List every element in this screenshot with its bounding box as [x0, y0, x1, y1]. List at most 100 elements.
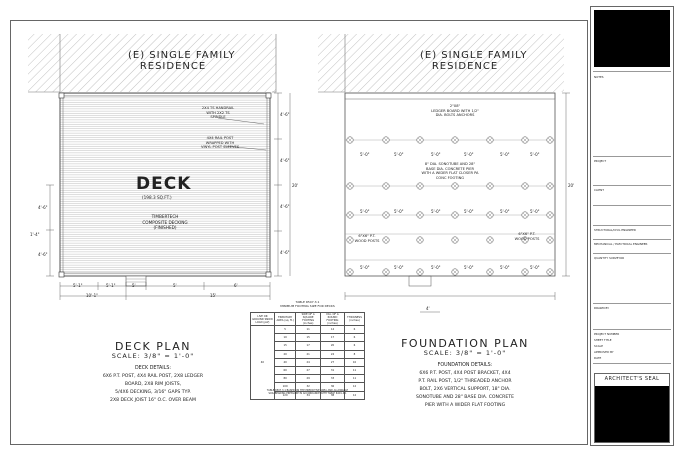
pier-spacing-label: 5'-0" — [464, 152, 474, 157]
pier-spacing-label: 5'-0" — [360, 265, 370, 270]
footing-size-table: LIVE OR GROUND SNOW LOAD (psf) TRIBUTARY… — [250, 312, 365, 400]
rail-post-note-3: VINYL POST SLEEVES — [201, 145, 239, 149]
pier-cross — [417, 237, 423, 243]
rail-post-note-2: WRAPPED WITH — [205, 140, 235, 145]
pier-cross — [522, 212, 528, 218]
pier-spacing-label: 5'-0" — [500, 152, 510, 157]
table-cell: 21 — [295, 349, 321, 359]
deck-area-label: (198.3 SQ.FT.) — [142, 195, 172, 200]
table-cell: 31 — [319, 365, 346, 376]
pier-spacing-label: 5'-0" — [500, 209, 510, 214]
table-title: TABLE R507.3.1 MINIMUM FOOTING SIZE FOR … — [250, 300, 365, 308]
table-cell: 24 — [319, 349, 346, 359]
pier-cross — [487, 237, 493, 243]
post-note-right-2: WOOD POSTS — [514, 236, 540, 241]
pier-cross — [452, 137, 458, 143]
client-label: CLIENT — [594, 188, 604, 192]
pier-cross — [452, 269, 458, 275]
drawing-sheet — [10, 20, 588, 445]
table-cell: 20 — [319, 341, 346, 351]
post-note-right: 6"x6" P.T. WOOD POSTS — [512, 232, 542, 241]
foundation-dim-bottom: 4' — [426, 306, 430, 311]
table-cell: 14 — [319, 324, 346, 335]
table-cell: 38 — [319, 390, 346, 400]
dim-left-1: 4'-6" — [38, 205, 48, 210]
table-cell: 12 — [344, 390, 365, 400]
pier-cross — [417, 212, 423, 218]
dim-bottom-3: 5' — [132, 283, 136, 288]
pier-cross — [547, 212, 553, 218]
right-residence-hatch — [318, 34, 564, 93]
table-cell: 8 — [344, 349, 365, 359]
right-dimensions — [344, 92, 570, 313]
sonotube-note-4: CONC FOOTING — [435, 175, 465, 180]
ledger-note-2: LEDGER BOARD WITH 1/2" — [431, 108, 479, 113]
deck-label: DECK — [136, 174, 192, 194]
pier-cross — [383, 269, 389, 275]
decking-note-2: COMPOSITE DECKING — [142, 219, 188, 225]
post-note-left: 6"x6" P.T. WOOD POSTS — [352, 234, 382, 243]
handrail-note: 2X4 TS HANDRAIL WITH 2X2 TS SPINDLE — [198, 106, 238, 120]
mechanical-label: MECHANICAL / ELECTRICAL ENGINEER — [594, 242, 648, 246]
table-cell: 80 — [273, 374, 297, 384]
pier-cross — [487, 183, 493, 189]
dim-right-4: 4'-6" — [280, 250, 290, 255]
table-cell: 6 — [344, 341, 365, 351]
table-cell: 11 — [295, 324, 321, 335]
pier-cross — [452, 237, 458, 243]
deck-detail-2: BOARD, 2x8 RIM JOISTS, — [124, 382, 182, 387]
table-cell: 17 — [319, 333, 346, 343]
pier-spacing-label: 5'-0" — [530, 152, 540, 157]
foundation-details-heading: FOUNDATION DETAILS: — [437, 363, 493, 368]
pier-cross — [417, 137, 423, 143]
table-cell: 33 — [319, 374, 346, 384]
pier-cross — [547, 183, 553, 189]
decking-note-3: (FINISHED) — [153, 225, 177, 230]
left-residence-line-1: (E) SINGLE FAMILY — [128, 50, 236, 61]
table-header-cell: SIDE OF A SQUARE FOOTING (inches) — [295, 312, 321, 326]
pier-cross — [383, 183, 389, 189]
table-header-cell: TRIBUTARY AREA (sq. ft.) — [273, 312, 297, 326]
foundation-dim-right-total: 20' — [568, 183, 575, 188]
pier-spacing-label: 5'-0" — [431, 209, 441, 214]
foundation-plan-scale: SCALE: 3/8" = 1'-0" — [423, 349, 507, 357]
dim-right-1: 4'-6" — [280, 112, 290, 117]
architect-seal-label: ARCHITECT'S SEAL — [604, 376, 660, 382]
table-cell: 29 — [295, 374, 321, 384]
table-cell: 20 — [273, 349, 297, 359]
project-number-label: PROJECT NUMBER — [594, 332, 620, 336]
post-note-left-1: 6"x6" P.T. — [358, 234, 376, 238]
pier-spacing-label: 5'-0" — [464, 265, 474, 270]
sonotube-note-2: BASE DIA. CONCRETE PIER — [425, 166, 475, 171]
pier-spacing-label: 5'-0" — [530, 209, 540, 214]
pier-spacing-label: 5'-0" — [360, 152, 370, 157]
pier-spacing-label: 5'-0" — [394, 265, 404, 270]
dim-right-2: 4'-6" — [280, 158, 290, 163]
table-footnote: TABLE R507.3.1 BASED ON THE PREDICTIVE A… — [250, 389, 365, 395]
pier-cross — [452, 212, 458, 218]
pier-spacing-label: 5'-0" — [500, 265, 510, 270]
pier-cross — [347, 137, 353, 143]
pier-spacing-label: 5'-0" — [360, 209, 370, 214]
dim-bottom-1: 5'-1" — [73, 283, 83, 288]
foundation-details-list: 6x6 P.T. POST, 4x4 POST BRACKET, 4x4 P.T… — [390, 370, 540, 410]
pier-cross — [487, 212, 493, 218]
table-header-cell: LIVE OR GROUND SNOW LOAD (psf) — [250, 312, 275, 326]
drawn-by-label: DRAWN BY — [594, 306, 609, 310]
deck-detail-1: 6x6 P.T. POST, 4x4 RAIL POST, 2x8 LEDGER — [102, 374, 204, 379]
right-residence-label: (E) SINGLE FAMILY RESIDENCE — [420, 50, 527, 72]
table-cell: 60 — [273, 365, 297, 376]
decking-note: TIMBERTECH COMPOSITE DECKING (FINISHED) — [130, 214, 200, 231]
table-cell: 15 — [273, 341, 297, 351]
post-note-right-1: 6"x6" P.T. — [518, 232, 536, 236]
sonotube-note-1: 8" DIA. SONOTUBE AND 28" — [424, 162, 476, 166]
surveyor-label: QUANTITY SURVEYOR — [594, 256, 625, 260]
table-footnote-2: SOIL BEARING PRESSURE IN ACCORDANCE WITH… — [268, 392, 347, 395]
right-residence-line-2: RESIDENCE — [431, 61, 499, 72]
pier-cross — [452, 183, 458, 189]
pier-cross — [347, 237, 353, 243]
table-header-row: LIVE OR GROUND SNOW LOAD (psf) TRIBUTARY… — [250, 312, 365, 326]
handrail-note-1: 2X4 TS HANDRAIL — [201, 106, 235, 110]
table-cell: 40 — [273, 357, 297, 367]
table-header-cell: DIA. OF A ROUND FOOTING (inches) — [319, 312, 346, 326]
